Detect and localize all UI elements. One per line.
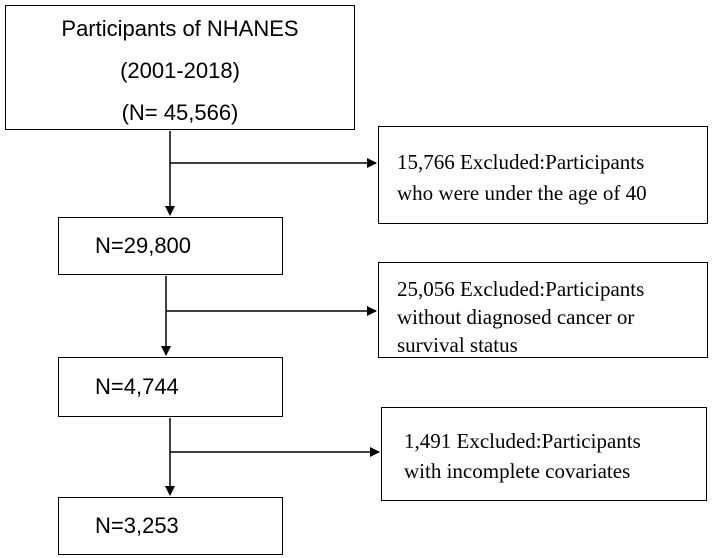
exclusion-box-2: 25,056 Excluded:Participants without dia… bbox=[378, 262, 708, 358]
step2-box: N=29,800 bbox=[58, 217, 283, 275]
start-box: Participants of NHANES (2001-2018) (N= 4… bbox=[5, 5, 355, 130]
step3-count: N=4,744 bbox=[95, 374, 179, 399]
final-box: N=3,253 bbox=[58, 497, 283, 555]
exclusion-3-line2: with incomplete covariates bbox=[404, 459, 631, 483]
step3-box: N=4,744 bbox=[58, 357, 283, 417]
exclusion-1-line1: 15,766 Excluded:Participants bbox=[397, 150, 645, 174]
exclusion-2-line3: survival status bbox=[397, 333, 518, 357]
start-years: (2001-2018) bbox=[120, 58, 240, 83]
exclusion-box-3: 1,491 Excluded:Participants with incompl… bbox=[381, 407, 707, 501]
start-count: (N= 45,566) bbox=[121, 100, 239, 125]
exclusion-1-line2: who were under the age of 40 bbox=[397, 181, 647, 205]
exclusion-box-1: 15,766 Excluded:Participants who were un… bbox=[378, 126, 708, 224]
step2-count: N=29,800 bbox=[95, 233, 192, 258]
final-count: N=3,253 bbox=[95, 513, 179, 538]
exclusion-3-line1: 1,491 Excluded:Participants bbox=[404, 429, 641, 453]
start-title: Participants of NHANES bbox=[61, 16, 299, 41]
exclusion-2-line2: without diagnosed cancer or bbox=[397, 305, 635, 329]
exclusion-2-line1: 25,056 Excluded:Participants bbox=[397, 277, 645, 301]
